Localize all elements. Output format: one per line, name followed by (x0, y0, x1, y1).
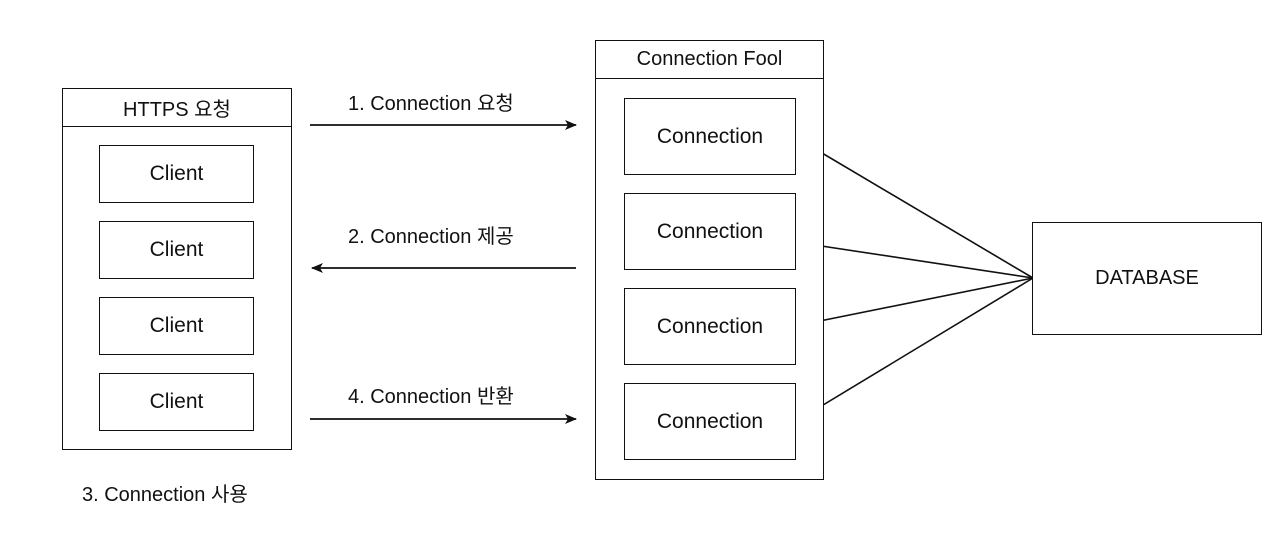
connection-pool-container: Connection Fool Connection Connection Co… (595, 40, 824, 480)
connection-box: Connection (624, 383, 796, 460)
step-3-label: 3. Connection 사용 (82, 484, 248, 506)
connection-pool-title: Connection Fool (596, 41, 823, 79)
connection-box: Connection (624, 98, 796, 175)
step-4-label: 4. Connection 반환 (348, 386, 514, 408)
connection-box: Connection (624, 193, 796, 270)
link-connection-4-database (794, 277, 1034, 423)
https-request-title: HTTPS 요청 (63, 89, 291, 127)
step-2-label: 2. Connection 제공 (348, 226, 514, 248)
client-box: Client (99, 145, 254, 203)
link-connection-1-database (794, 136, 1034, 279)
https-request-container: HTTPS 요청 Client Client Client Client (62, 88, 292, 450)
client-box: Client (99, 221, 254, 279)
link-connection-3-database (794, 277, 1034, 327)
step-1-label: 1. Connection 요청 (348, 93, 514, 115)
client-box: Client (99, 297, 254, 355)
client-box: Client (99, 373, 254, 431)
connection-box: Connection (624, 288, 796, 365)
database-box: DATABASE (1032, 222, 1262, 335)
link-connection-2-database (794, 241, 1034, 279)
